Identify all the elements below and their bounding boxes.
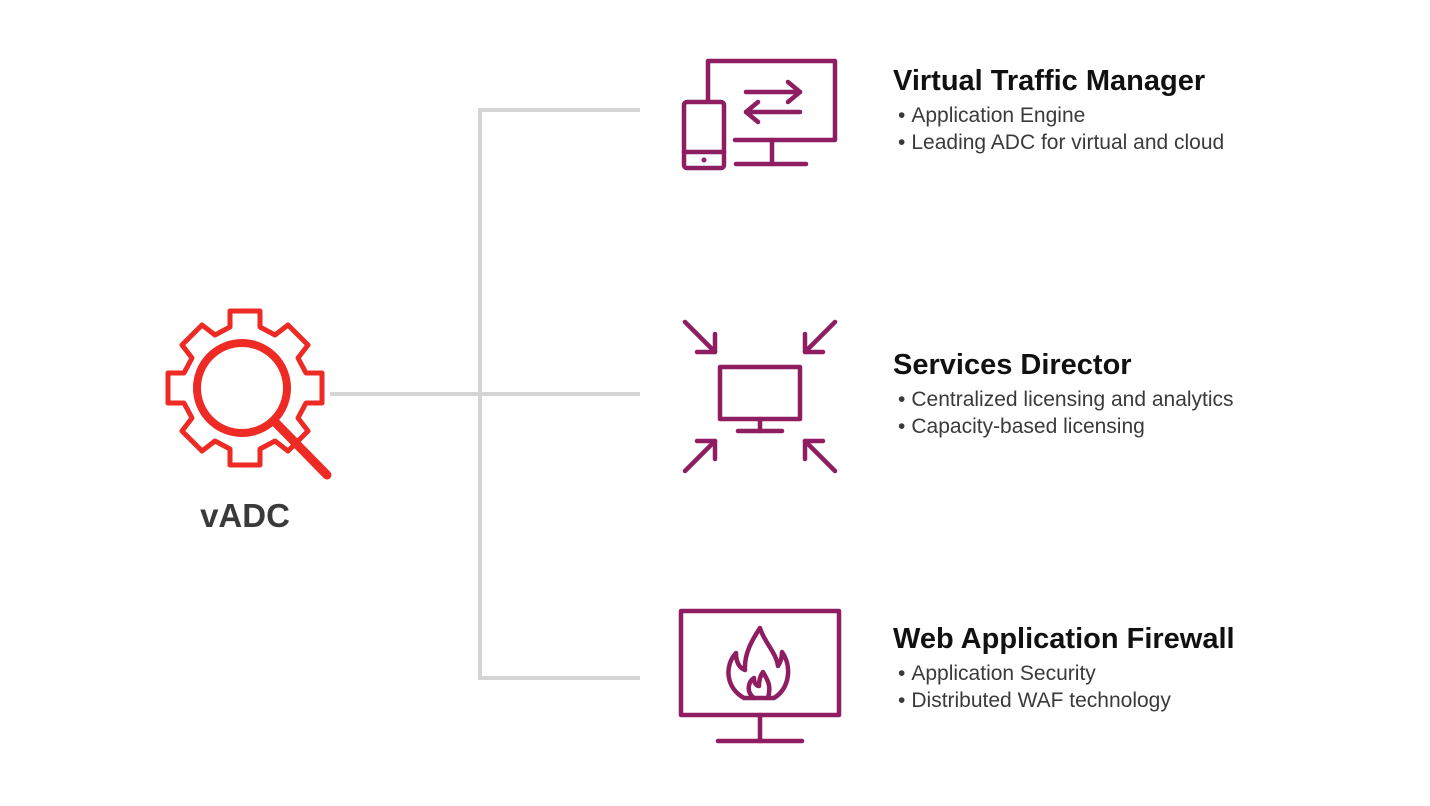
node-title: Web Application Firewall — [893, 623, 1235, 655]
node-title: Services Director — [893, 349, 1132, 381]
monitor-arrows-in-icon — [682, 319, 838, 474]
bullet-list: Application Security Distributed WAF tec… — [893, 660, 1413, 714]
node-title: Virtual Traffic Manager — [893, 65, 1206, 97]
monitor-fire-icon — [678, 608, 842, 744]
bullet-list: Application Engine Leading ADC for virtu… — [893, 102, 1413, 156]
gear-magnifier-icon — [165, 308, 332, 480]
root-label: vADC — [200, 497, 290, 534]
bullet-item: Capacity-based licensing — [898, 413, 1413, 440]
node-web-application-firewall: Web Application Firewall Application Sec… — [893, 622, 1413, 714]
bullet-item: Application Engine — [898, 102, 1413, 129]
node-services-director: Services Director Centralized licensing … — [893, 348, 1413, 440]
bullet-item: Centralized licensing and analytics — [898, 386, 1413, 413]
bullet-item: Distributed WAF technology — [898, 687, 1413, 714]
bullet-item: Leading ADC for virtual and cloud — [898, 129, 1413, 156]
devices-transfer-icon — [681, 58, 838, 171]
bullet-list: Centralized licensing and analytics Capa… — [893, 386, 1413, 440]
node-virtual-traffic-manager: Virtual Traffic Manager Application Engi… — [893, 64, 1413, 156]
bullet-item: Application Security — [898, 660, 1413, 687]
